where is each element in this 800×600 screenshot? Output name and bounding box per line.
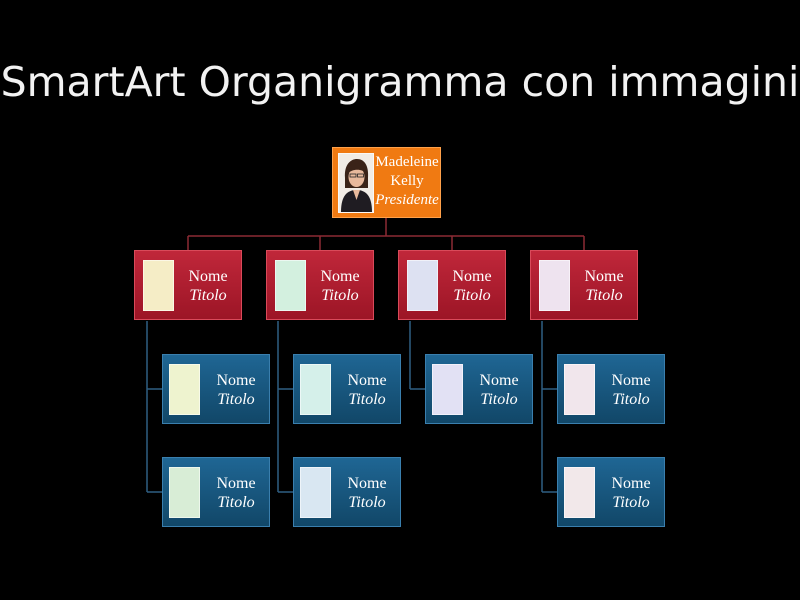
staff-title: Titolo [612,391,650,408]
person-portrait-icon [339,154,373,212]
staff-name: Nome [347,475,387,492]
staff-title: Titolo [217,391,255,408]
photo-placeholder [432,364,463,415]
president-name-last: Kelly [390,173,424,189]
staff-name: Nome [611,475,651,492]
manager-title: Titolo [321,287,359,304]
photo-placeholder [169,364,200,415]
photo-placeholder [539,260,570,311]
photo-placeholder [143,260,174,311]
manager-name: Nome [584,268,624,285]
staff-title: Titolo [348,391,386,408]
manager-title: Titolo [189,287,227,304]
slide-title: SmartArt Organigramma con immagini [0,58,800,106]
manager-name: Nome [320,268,360,285]
president-text: Madeleine Kelly Presidente [373,153,441,210]
staff-name: Nome [479,372,519,389]
staff-title: Titolo [480,391,518,408]
president-box[interactable]: Madeleine Kelly Presidente [332,147,441,218]
photo-placeholder [169,467,200,518]
staff-name: Nome [611,372,651,389]
manager-title: Titolo [453,287,491,304]
staff-name: Nome [216,372,256,389]
staff-title: Titolo [612,494,650,511]
staff-title: Titolo [217,494,255,511]
photo-placeholder [300,364,331,415]
photo-placeholder [564,364,595,415]
president-name-first: Madeleine [375,154,439,170]
staff-name: Nome [347,372,387,389]
photo-placeholder [300,467,331,518]
staff-title: Titolo [348,494,386,511]
photo-placeholder [564,467,595,518]
president-role: Presidente [375,192,439,208]
staff-name: Nome [216,475,256,492]
photo-placeholder [407,260,438,311]
manager-name: Nome [452,268,492,285]
manager-name: Nome [188,268,228,285]
manager-title: Titolo [585,287,623,304]
photo-placeholder [275,260,306,311]
president-photo [338,153,374,213]
